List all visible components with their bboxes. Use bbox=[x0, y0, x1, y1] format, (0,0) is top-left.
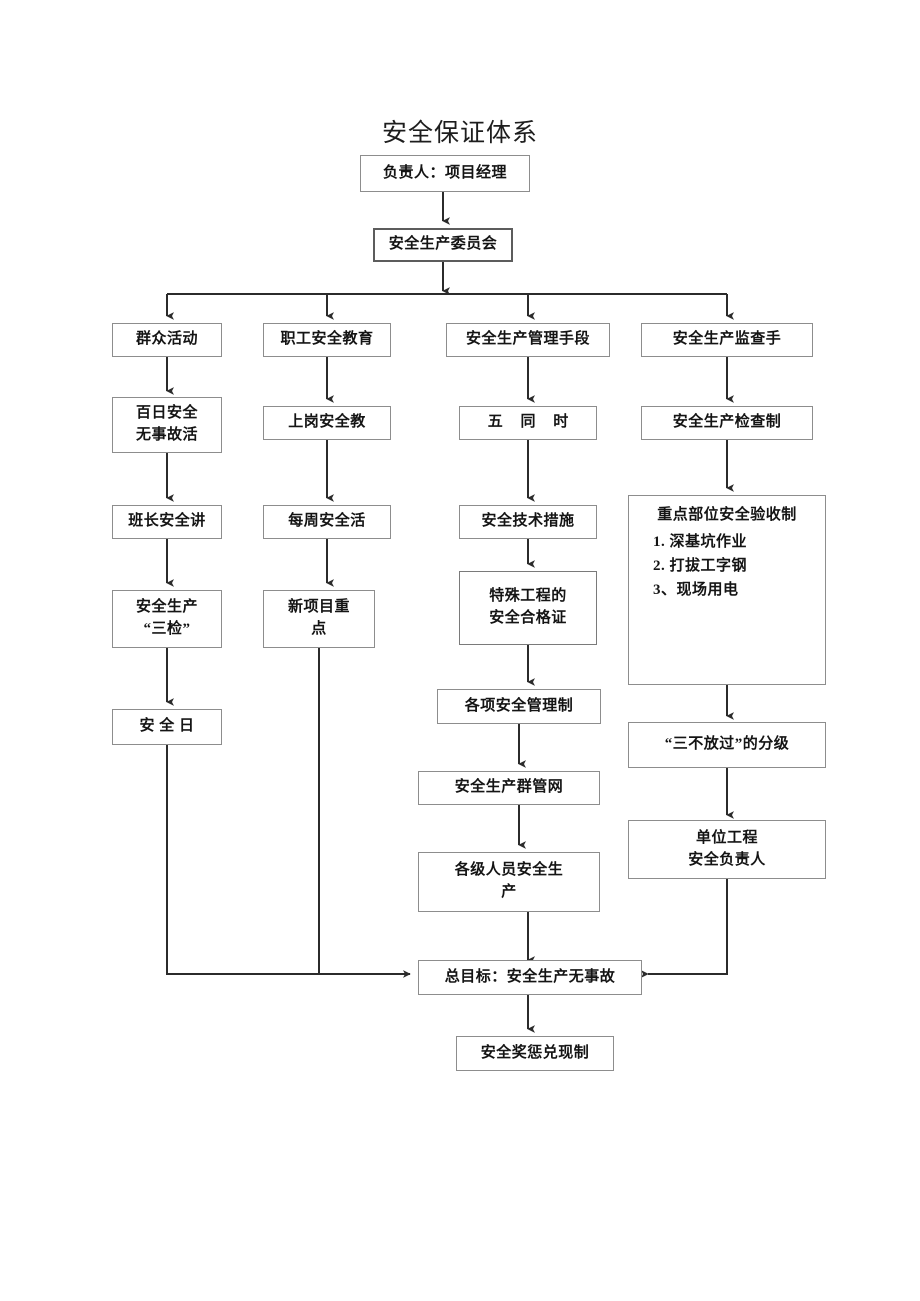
node-reward-punishment[interactable]: 安全奖惩兑现制 bbox=[456, 1036, 614, 1071]
node-col3-mass-management-network-label: 安全生产群管网 bbox=[454, 779, 564, 796]
node-col1-safety-day-label: 安 全 日 bbox=[139, 718, 195, 735]
node-col2-head-label: 职工安全教育 bbox=[280, 331, 374, 348]
edge-c1-to-goal bbox=[166, 745, 411, 978]
node-col3-head-label: 安全生产管理手段 bbox=[465, 331, 590, 348]
node-col4-head-label: 安全生产监查手 bbox=[672, 331, 782, 348]
node-leader-label: 负责人：项目经理 bbox=[382, 164, 507, 181]
node-col4-key-area-item-1: 1. 深基坑作业 bbox=[653, 533, 748, 550]
node-col3-management-systems[interactable]: 各项安全管理制 bbox=[437, 689, 601, 724]
page-title: 安全保证体系 bbox=[381, 120, 538, 147]
node-col2-weekly-activity-label: 每周安全活 bbox=[288, 513, 366, 530]
node-col2-onboarding-training[interactable]: 上岗安全教 bbox=[263, 406, 391, 440]
node-col1-foreman-talk-label: 班长安全讲 bbox=[128, 513, 206, 530]
node-col1-head-label: 群众活动 bbox=[135, 331, 198, 348]
node-col3-all-level-personnel-line1: 各级人员安全生 bbox=[454, 862, 564, 879]
node-col4-unit-project-officer-line1: 单位工程 bbox=[695, 829, 758, 846]
node-col1-head[interactable]: 群众活动 bbox=[112, 323, 222, 357]
node-col2-onboarding-training-label: 上岗安全教 bbox=[288, 414, 366, 431]
node-col3-technical-measures-label: 安全技术措施 bbox=[481, 513, 575, 530]
node-col1-three-checks-line2: “三检” bbox=[143, 621, 191, 637]
node-col3-management-systems-label: 各项安全管理制 bbox=[464, 697, 574, 714]
node-col3-head[interactable]: 安全生产管理手段 bbox=[446, 323, 610, 357]
node-col4-inspection-system[interactable]: 安全生产检查制 bbox=[641, 406, 813, 440]
node-col3-special-cert-line1: 特殊工程的 bbox=[489, 588, 567, 605]
node-col3-technical-measures[interactable]: 安全技术措施 bbox=[459, 505, 597, 539]
node-col1-hundred-days[interactable]: 百日安全 无事故活 bbox=[112, 397, 222, 453]
node-overall-goal-label: 总目标：安全生产无事故 bbox=[444, 968, 616, 985]
node-col1-foreman-talk[interactable]: 班长安全讲 bbox=[112, 505, 222, 539]
node-col4-key-area-item-2: 2. 打拔工字钢 bbox=[653, 558, 748, 575]
edge-c4-to-goal bbox=[640, 879, 728, 978]
node-col4-key-area-acceptance-title: 重点部位安全验收制 bbox=[657, 507, 797, 523]
node-col3-mass-management-network[interactable]: 安全生产群管网 bbox=[418, 771, 600, 805]
node-committee[interactable]: 安全生产委员会 bbox=[373, 228, 513, 262]
node-col1-hundred-days-line1: 百日安全 bbox=[135, 405, 198, 422]
node-col4-inspection-system-label: 安全生产检查制 bbox=[672, 414, 782, 431]
node-col2-new-project-focus[interactable]: 新项目重 点 bbox=[263, 590, 375, 648]
node-col3-five-simultaneous-label: 五 同 时 bbox=[487, 414, 576, 431]
node-col4-three-no-pass-label: “三不放过”的分级 bbox=[664, 736, 790, 753]
node-col3-all-level-personnel-line2: 产 bbox=[501, 884, 517, 900]
node-col3-all-level-personnel[interactable]: 各级人员安全生 产 bbox=[418, 852, 600, 912]
node-col1-hundred-days-line2: 无事故活 bbox=[135, 427, 198, 443]
node-col1-three-checks-line1: 安全生产 bbox=[135, 599, 198, 616]
node-committee-label: 安全生产委员会 bbox=[388, 236, 498, 253]
node-col2-new-project-focus-line2: 点 bbox=[311, 621, 327, 637]
node-col3-special-cert-line2: 安全合格证 bbox=[489, 610, 567, 626]
node-col4-key-area-item-3: 3、现场用电 bbox=[653, 582, 739, 599]
node-col1-three-checks[interactable]: 安全生产 “三检” bbox=[112, 590, 222, 648]
node-leader[interactable]: 负责人：项目经理 bbox=[360, 155, 530, 192]
node-col3-special-cert[interactable]: 特殊工程的 安全合格证 bbox=[459, 571, 597, 645]
node-col4-head[interactable]: 安全生产监查手 bbox=[641, 323, 813, 357]
node-col2-head[interactable]: 职工安全教育 bbox=[263, 323, 391, 357]
node-col3-five-simultaneous[interactable]: 五 同 时 bbox=[459, 406, 597, 440]
node-col2-new-project-focus-line1: 新项目重 bbox=[287, 599, 350, 616]
node-col4-three-no-pass[interactable]: “三不放过”的分级 bbox=[628, 722, 826, 768]
node-col4-unit-project-officer[interactable]: 单位工程 安全负责人 bbox=[628, 820, 826, 879]
node-reward-punishment-label: 安全奖惩兑现制 bbox=[480, 1044, 590, 1061]
node-col4-key-area-acceptance[interactable]: 重点部位安全验收制 1. 深基坑作业 2. 打拔工字钢 3、现场用电 bbox=[628, 495, 826, 685]
node-col4-unit-project-officer-line2: 安全负责人 bbox=[688, 851, 766, 868]
node-col2-weekly-activity[interactable]: 每周安全活 bbox=[263, 505, 391, 539]
node-col1-safety-day[interactable]: 安 全 日 bbox=[112, 709, 222, 745]
node-overall-goal[interactable]: 总目标：安全生产无事故 bbox=[418, 960, 642, 995]
